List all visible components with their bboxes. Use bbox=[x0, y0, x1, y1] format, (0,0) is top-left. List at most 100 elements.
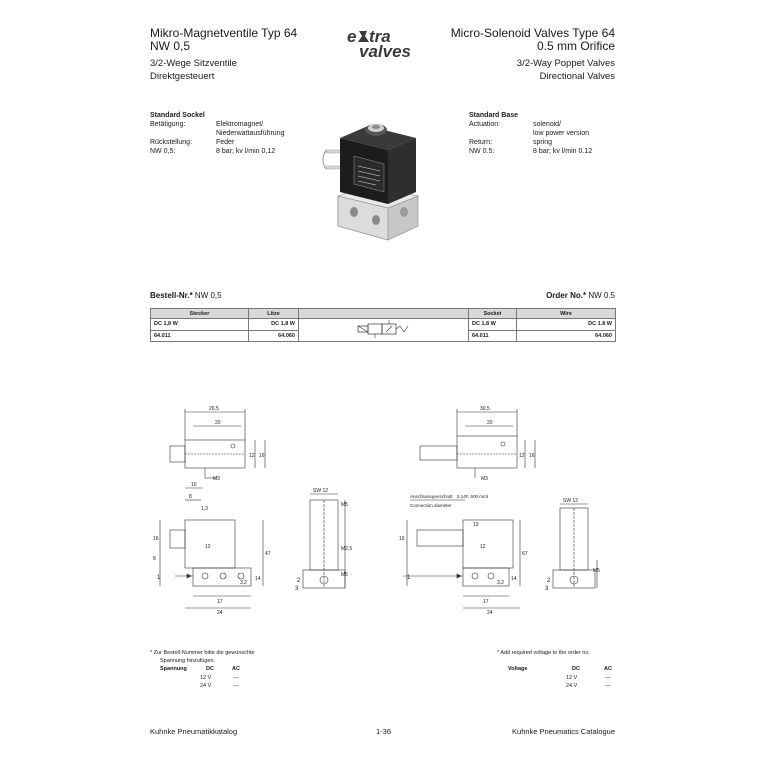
header-litze: Litze bbox=[248, 308, 299, 319]
footnote-de-v2: 24 V bbox=[200, 683, 212, 689]
footnote-de-v1: 12 V bbox=[200, 675, 212, 681]
header-wire: Wire bbox=[516, 308, 616, 319]
dim-left-1-3: 1,3 bbox=[201, 506, 208, 512]
dim-right-m5: M5 bbox=[593, 568, 600, 574]
order-value-de: NW 0,5 bbox=[194, 291, 222, 300]
footnote-de-line2: Spannung hinzufügen. bbox=[160, 658, 216, 664]
dim-right-connection-en: Connection diameter bbox=[410, 503, 452, 508]
dim-right-14: 14 bbox=[511, 576, 517, 582]
order-value-en: NW 0.5 bbox=[588, 291, 615, 300]
port-label-2-left: 2 bbox=[297, 578, 301, 584]
left-top-view: 26,5 20 12 16 M3 bbox=[169, 406, 266, 482]
valve-product-photo bbox=[318, 108, 433, 248]
svg-text:tra: tra bbox=[369, 27, 391, 46]
valve-symbol-cell bbox=[298, 318, 469, 342]
footnote-de-col-ac: AC bbox=[232, 666, 240, 672]
dim-right-16: 16 bbox=[529, 453, 535, 459]
order-table: Stecker Litze Socket Wire DC 1,8 W DC 1,… bbox=[150, 308, 616, 342]
cell-wire-power: DC 1.8 W bbox=[516, 318, 616, 331]
dim-left-m3: M3 bbox=[213, 476, 220, 482]
dimension-drawings: 26,5 20 12 16 M3 10 8 1,3 16 8 47 1 bbox=[145, 400, 625, 625]
dim-right-m3: M3 bbox=[481, 476, 488, 482]
spec-en-value-3: 8 bar; kv l/min 0.12 bbox=[533, 148, 593, 155]
dim-left-10: 10 bbox=[191, 482, 197, 488]
dim-left-17: 17 bbox=[217, 599, 223, 605]
dim-left-16: 16 bbox=[259, 453, 265, 459]
title-de-orifice: NW 0,5 bbox=[150, 39, 191, 53]
footnote-en-col-label: Voltage bbox=[508, 666, 528, 672]
port-label-2-right: 2 bbox=[547, 578, 551, 584]
dim-left-m5: M5 bbox=[341, 502, 348, 508]
spec-en-heading: Standard Base bbox=[469, 112, 519, 119]
cell-stecker-number: 64.011 bbox=[150, 329, 249, 342]
order-label-de: Bestell-Nr.* bbox=[150, 291, 193, 300]
order-number-en: Order No.* NW 0.5 bbox=[546, 291, 615, 300]
footnote-de-line1: * Zur Bestell-Nummer bitte die gewünscht… bbox=[150, 650, 255, 656]
port-label-3-left: 3 bbox=[295, 586, 299, 592]
spec-de-value-2: Feder bbox=[216, 139, 235, 146]
svg-text:valves: valves bbox=[359, 42, 411, 60]
title-en: Micro-Solenoid Valves Type 64 bbox=[450, 26, 615, 40]
spec-en-label-0: Actuation: bbox=[469, 121, 501, 128]
footnote-en-line1: * Add required voltage to the order no. bbox=[497, 650, 590, 656]
cell-socket-power: DC 1.8 W bbox=[468, 318, 517, 331]
dim-left-m2-5: M2,5 bbox=[341, 546, 352, 552]
subtitle-de-1: 3/2-Wege Sitzventile bbox=[150, 58, 237, 69]
dim-left-m5b: M5 bbox=[341, 572, 348, 578]
dim-right-3-2: 3,2 bbox=[497, 580, 504, 586]
footnote-en-v2: 24 V bbox=[566, 683, 578, 689]
footnote-en-ac2: — bbox=[605, 683, 611, 689]
dim-right-20: 20 bbox=[487, 420, 493, 426]
footer-left: Kuhnke Pneumatikkatalog bbox=[150, 727, 238, 736]
spec-en-value-2: spring bbox=[533, 139, 553, 146]
dim-right-13: 13 bbox=[473, 522, 479, 528]
footer-right: Kuhnke Pneumatics Catalogue bbox=[512, 727, 615, 736]
valve-symbol-icon bbox=[357, 320, 408, 338]
footnote-de-ac1: — bbox=[233, 675, 239, 681]
cell-litze-power: DC 1,8 W bbox=[248, 318, 299, 331]
right-top-view: 30,5 20 12 16 M3 bbox=[419, 406, 536, 482]
footnote-de-col-label: Spannung bbox=[160, 666, 187, 672]
dim-right-30-5: 30,5 bbox=[480, 406, 490, 412]
dim-left-24: 24 bbox=[217, 610, 223, 616]
dim-right-17: 17 bbox=[483, 599, 489, 605]
spec-de-value-3: 8 bar; kv l/min 0,12 bbox=[216, 148, 276, 155]
left-side-view: SW 12 M5 M2,5 M5 2 3 bbox=[295, 488, 352, 592]
left-front-view: 10 8 1,3 16 8 47 12 14 3,2 17 24 1 bbox=[153, 482, 271, 616]
cell-wire-number: 64.060 bbox=[516, 329, 616, 342]
dim-left-12b: 12 bbox=[205, 544, 211, 550]
right-front-view: Anschlussquerschnitt 0,14F, 500 mmt Conn… bbox=[399, 494, 528, 616]
footnote-en-ac1: — bbox=[605, 675, 611, 681]
footnote-de-col-dc: DC bbox=[206, 666, 214, 672]
extra-valves-logo: e tra valves bbox=[345, 26, 440, 61]
subtitle-en-2: Directional Valves bbox=[539, 71, 615, 82]
dim-right-connection-de: Anschlussquerschnitt bbox=[410, 494, 453, 499]
footnote-en-col-dc: DC bbox=[572, 666, 580, 672]
spec-en-value-1: low power version bbox=[533, 130, 590, 137]
spec-de-label-2: Rückstellung: bbox=[150, 139, 193, 146]
spec-de-heading: Standard Sockel bbox=[150, 112, 205, 119]
title-de: Mikro-Magnetventile Typ 64 bbox=[150, 26, 298, 40]
title-en-orifice: 0.5 mm Orifice bbox=[536, 39, 615, 53]
footnote-de-ac2: — bbox=[233, 683, 239, 689]
dim-left-16b: 16 bbox=[153, 536, 159, 542]
spec-en-label-2: Return: bbox=[469, 139, 492, 146]
port-label-3-right: 3 bbox=[545, 586, 549, 592]
spec-de-label-0: Betätigung: bbox=[150, 121, 186, 128]
subtitle-de-2: Direktgesteuert bbox=[150, 71, 215, 82]
order-table-row: DC 1,8 W DC 1,8 W DC 1.8 W DC 1.8 W bbox=[150, 318, 616, 342]
order-number-de: Bestell-Nr.* NW 0,5 bbox=[150, 291, 222, 300]
dim-right-connection-value: 0,14F, 500 mmt bbox=[457, 494, 489, 499]
header-symbol bbox=[298, 308, 469, 319]
dim-right-67: 67 bbox=[522, 551, 528, 557]
svg-text:e: e bbox=[347, 27, 356, 46]
order-table-row: 64.011 64.060 64.011 64.060 bbox=[150, 329, 616, 342]
dim-left-3-2: 3,2 bbox=[240, 580, 247, 586]
dim-left-12: 12 bbox=[249, 453, 255, 459]
dim-left-20: 20 bbox=[215, 420, 221, 426]
dim-left-8: 8 bbox=[189, 494, 192, 500]
cell-socket-number: 64.011 bbox=[468, 329, 517, 342]
dim-right-12: 12 bbox=[519, 453, 525, 459]
dim-right-19: 19 bbox=[399, 536, 405, 542]
dim-left-8b: 8 bbox=[153, 556, 156, 562]
